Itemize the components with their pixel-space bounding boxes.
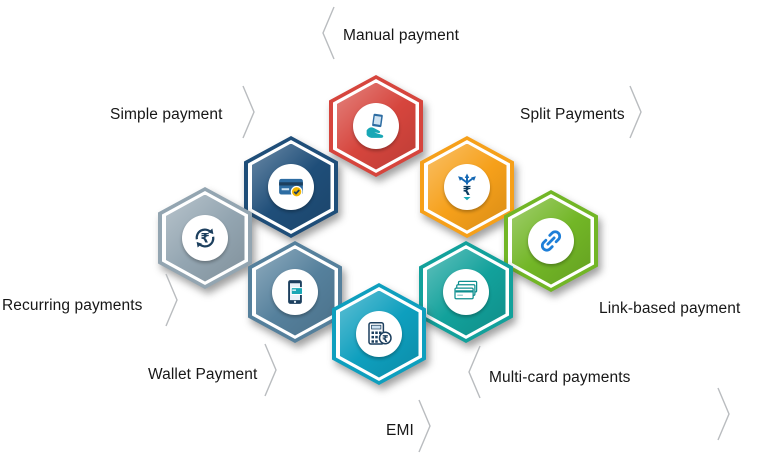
hexagon-wallet-payment — [248, 241, 342, 343]
hand-holding-card-icon — [353, 103, 399, 149]
chevron-decoration-split — [628, 84, 643, 140]
chevron-decoration-link — [716, 386, 731, 442]
hexagon-recurring-payments: ₹ — [158, 187, 252, 289]
label-link-based-payment: Link-based payment — [599, 300, 741, 317]
rupee-split-arrows-icon: ₹ — [444, 164, 490, 210]
svg-text:₹: ₹ — [200, 231, 209, 246]
chevron-decoration-emi — [417, 398, 432, 454]
hexagon-simple-payment — [244, 136, 338, 238]
rupee-recurring-arrows-icon: ₹ — [182, 215, 228, 261]
svg-text:₹: ₹ — [463, 183, 472, 198]
mobile-wallet-icon — [272, 269, 318, 315]
emi-calculator-icon: ₹ — [356, 311, 402, 357]
label-wallet-payment: Wallet Payment — [148, 366, 258, 383]
chevron-decoration-simple — [241, 84, 256, 140]
hexagon-multi-card-payments — [419, 241, 513, 343]
chevron-decoration-wallet — [263, 342, 278, 398]
chevron-decoration-recurring — [164, 272, 179, 328]
chevron-decoration-multicard — [467, 344, 482, 400]
label-multi-card-payments: Multi-card payments — [489, 369, 631, 386]
hexagon-link-based-payment — [504, 190, 598, 292]
label-manual-payment: Manual payment — [343, 27, 459, 44]
label-simple-payment: Simple payment — [110, 106, 223, 123]
chevron-decoration-manual — [321, 5, 336, 61]
label-split-payments: Split Payments — [520, 106, 625, 123]
credit-card-check-icon — [268, 164, 314, 210]
stacked-cards-icon — [443, 269, 489, 315]
svg-text:₹: ₹ — [382, 334, 389, 345]
hexagon-emi: ₹ — [332, 283, 426, 385]
label-recurring-payments: Recurring payments — [2, 297, 143, 314]
label-emi: EMI — [386, 422, 414, 439]
hexagon-manual-payment — [329, 75, 423, 177]
chain-link-icon — [528, 218, 574, 264]
hexagon-split-payments: ₹ — [420, 136, 514, 238]
